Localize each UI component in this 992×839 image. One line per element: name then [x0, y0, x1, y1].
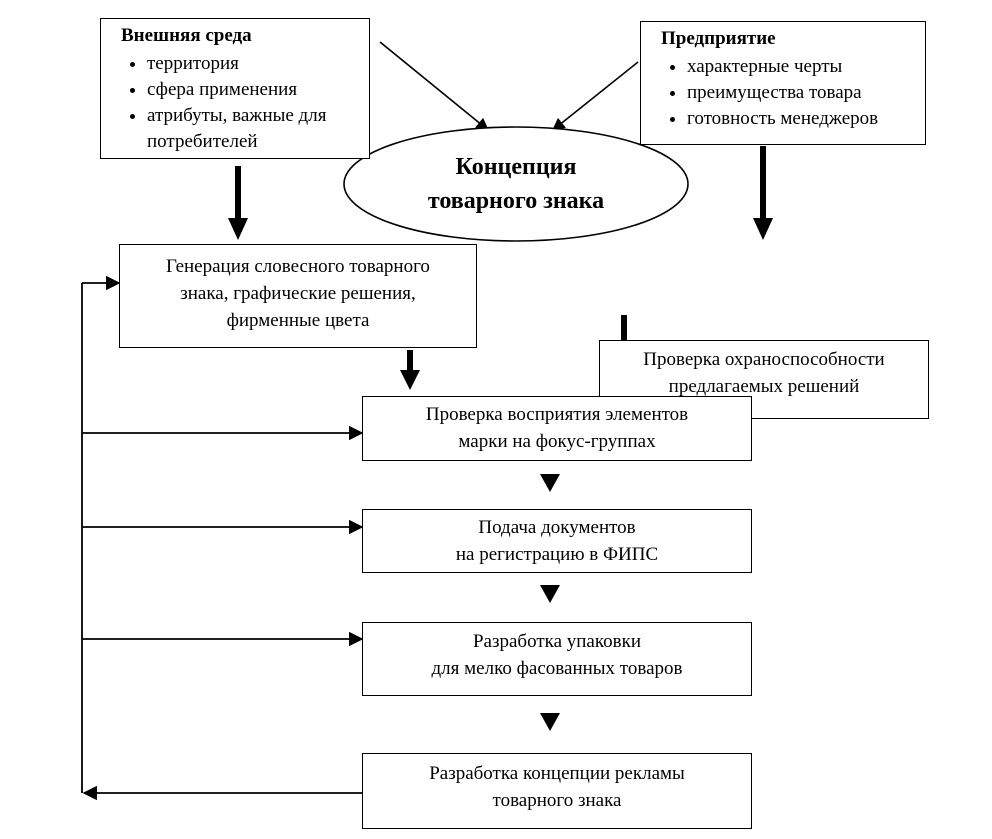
arrowhead-perception-to-filing: [540, 474, 560, 492]
protection-line1: Проверка охраноспособности: [643, 349, 885, 370]
arrowhead-external-to-generation: [228, 218, 248, 240]
advertising-box: Разработка концепции рекламы товарного з…: [362, 753, 752, 829]
packaging-line2: для мелко фасованных товаров: [431, 658, 683, 679]
filing-box: Подача документов на регистрацию в ФИПС: [362, 509, 752, 573]
enterprise-title: Предприятие: [661, 28, 776, 49]
perception-line1: Проверка восприятия элементов: [425, 404, 689, 425]
concept-label-line2: товарного знака: [427, 188, 605, 214]
protection-line2: предлагаемых решений: [668, 376, 860, 397]
external-item-territory: территория: [147, 51, 363, 77]
filing-line2: на регистрацию в ФИПС: [455, 544, 659, 565]
arrowhead-enterprise-down: [753, 218, 773, 240]
arrowhead-generation-to-perception: [400, 370, 420, 390]
advertising-line1: Разработка концепции рекламы: [429, 763, 685, 784]
enterprise-list: характерные черты преимущества товара го…: [661, 54, 919, 132]
external-environment-box: Внешняя среда территория сфера применени…: [100, 18, 370, 159]
enterprise-item-advantages: преимущества товара: [687, 80, 919, 106]
enterprise-item-features: характерные черты: [687, 54, 919, 80]
arrowhead-filing-to-packaging: [540, 585, 560, 603]
perception-box: Проверка восприятия элементов марки на ф…: [362, 396, 752, 461]
generation-line3: фирменные цвета: [226, 310, 370, 331]
concept-ellipse: [343, 126, 689, 242]
packaging-box: Разработка упаковки для мелко фасованных…: [362, 622, 752, 696]
arrow-into-concept-left: [379, 41, 489, 131]
packaging-line1: Разработка упаковки: [472, 631, 642, 652]
generation-line2: знака, графические решения,: [180, 283, 416, 304]
perception-line2: марки на фокус-группах: [458, 431, 656, 452]
enterprise-item-readiness: готовность менеджеров: [687, 106, 919, 132]
concept-label-line1: Концепция: [455, 154, 577, 180]
arrowhead-packaging-to-advertising: [540, 713, 560, 731]
concept-label: Концепция товарного знака: [376, 150, 656, 218]
arrow-into-concept-right: [552, 61, 639, 131]
external-environment-list: территория сфера применения атрибуты, ва…: [121, 51, 363, 155]
filing-line1: Подача документов: [478, 517, 636, 538]
external-item-attributes: атрибуты, важные для потребителей: [147, 103, 363, 155]
advertising-line2: товарного знака: [492, 790, 622, 811]
enterprise-box: Предприятие характерные черты преимущест…: [640, 21, 926, 145]
generation-line1: Генерация словесного товарного: [166, 256, 430, 277]
external-environment-title: Внешняя среда: [121, 25, 252, 46]
external-item-scope: сфера применения: [147, 77, 363, 103]
generation-box: Генерация словесного товарного знака, гр…: [119, 244, 477, 348]
